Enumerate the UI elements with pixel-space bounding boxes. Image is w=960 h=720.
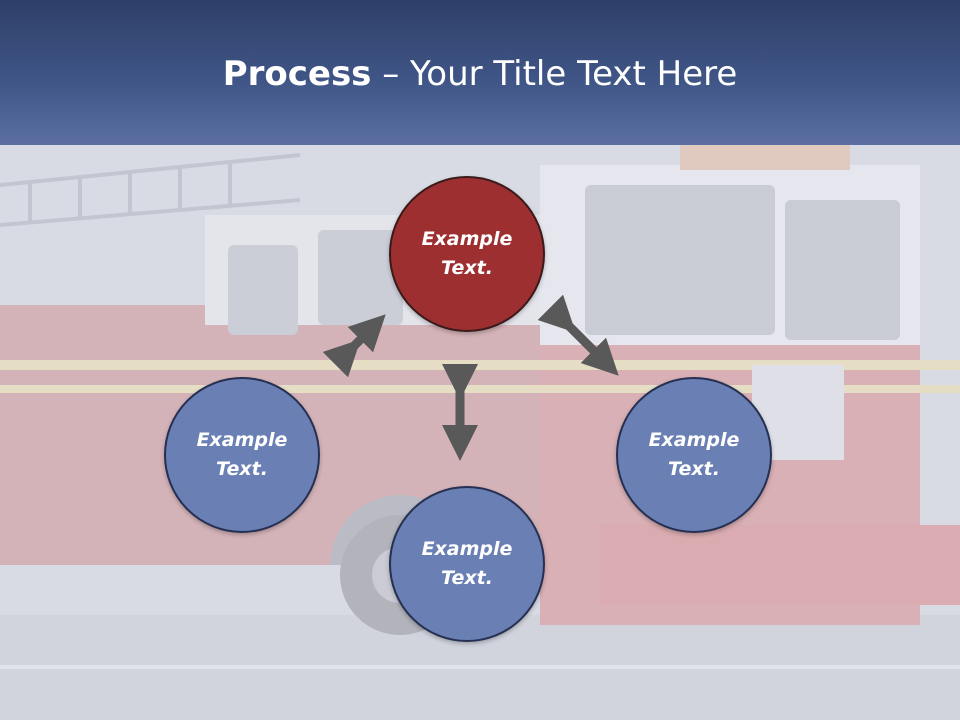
process-node-top-label: Example Text. <box>421 228 513 279</box>
title-bar: Process – Your Title Text Here <box>0 0 960 145</box>
slide-title: Process – Your Title Text Here <box>0 52 960 96</box>
process-node-right-label: Example Text. <box>648 429 740 480</box>
arrow-top-left <box>322 314 386 378</box>
process-node-top: Example Text. <box>389 176 545 332</box>
process-node-bottom: Example Text. <box>389 486 545 642</box>
process-node-left: Example Text. <box>164 377 320 533</box>
arrow-top-right <box>537 294 619 376</box>
process-node-right: Example Text. <box>616 377 772 533</box>
process-node-left-label: Example Text. <box>196 429 288 480</box>
slide-title-bold: Process <box>222 54 372 94</box>
process-node-bottom-label: Example Text. <box>421 538 513 589</box>
slide-title-text: – Your Title Text Here <box>371 54 738 94</box>
